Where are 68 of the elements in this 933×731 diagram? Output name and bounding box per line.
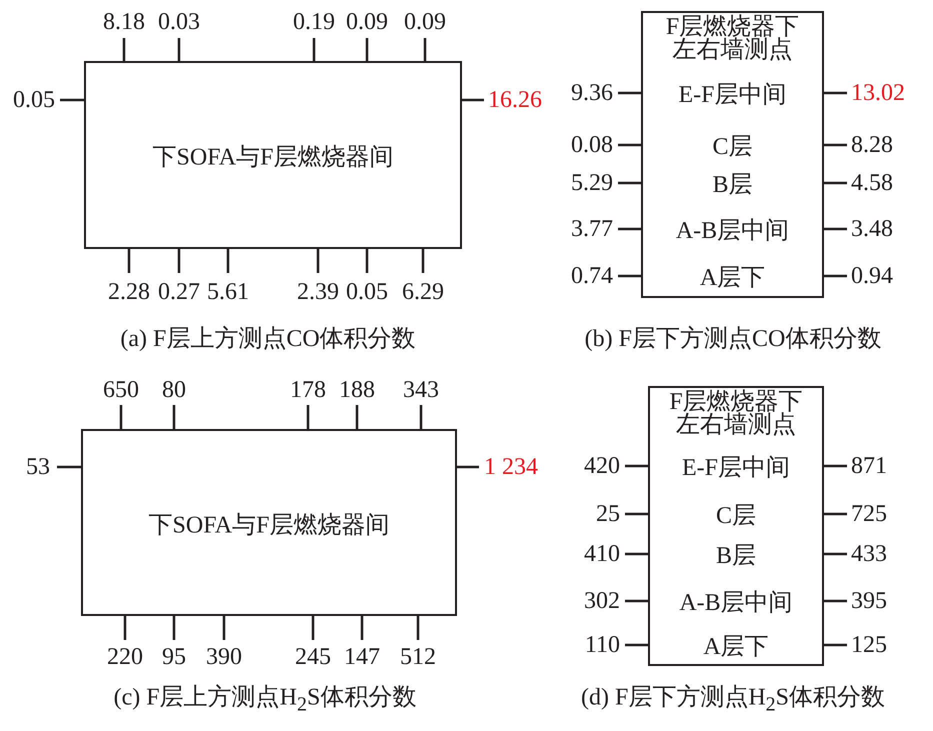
measurement-box xyxy=(84,61,462,249)
value-label: 0.03 xyxy=(158,9,200,35)
value-label: 2.39 xyxy=(297,279,339,305)
value-label: 871 xyxy=(851,453,887,479)
box-label: 下SOFA与F层燃烧器间 xyxy=(152,144,394,171)
row-label: B层 xyxy=(716,543,756,569)
row-label: B层 xyxy=(712,172,752,198)
box-heading: F层燃烧器下左右墙测点 xyxy=(664,16,800,62)
value-label: 420 xyxy=(584,453,620,479)
row-label: C层 xyxy=(716,503,756,529)
value-label: 95 xyxy=(162,644,186,670)
value-label: 3.77 xyxy=(571,216,613,242)
measurement-box xyxy=(641,11,824,298)
value-label: 1 234 xyxy=(484,454,538,480)
value-label: 4.58 xyxy=(851,170,893,196)
value-label: 0.05 xyxy=(13,87,55,113)
value-label: 147 xyxy=(344,644,380,670)
value-label: 390 xyxy=(206,644,242,670)
value-label: 3.48 xyxy=(851,216,893,242)
value-label: 433 xyxy=(851,541,887,567)
row-label: E-F层中间 xyxy=(678,82,786,108)
value-label: 6.29 xyxy=(402,279,444,305)
measurement-box xyxy=(648,386,824,666)
row-label: A-B层中间 xyxy=(676,218,790,244)
value-label: 2.28 xyxy=(108,279,150,305)
caption: (d) F层下方测点H$_{2}$S体积分数 xyxy=(580,684,886,718)
value-label: 178 xyxy=(290,377,326,403)
value-label: 188 xyxy=(339,377,375,403)
value-label: 650 xyxy=(103,377,139,403)
value-label: 0.05 xyxy=(346,279,388,305)
value-label: 5.61 xyxy=(207,279,249,305)
value-label: 512 xyxy=(400,644,436,670)
value-label: 110 xyxy=(584,632,620,658)
measurement-box xyxy=(81,429,457,616)
value-label: 16.26 xyxy=(488,87,542,113)
value-label: 9.36 xyxy=(571,80,613,106)
box-label: 下SOFA与F层燃烧器间 xyxy=(148,512,390,538)
value-label: 0.74 xyxy=(571,263,613,289)
value-label: 0.08 xyxy=(571,132,613,158)
value-label: 25 xyxy=(596,501,620,527)
caption: (a) F层上方测点CO体积分数 xyxy=(120,326,416,352)
caption: (c) F层上方测点H$_{2}$S体积分数 xyxy=(114,684,416,718)
value-label: 0.09 xyxy=(346,9,388,35)
box-heading: F层燃烧器下左右墙测点 xyxy=(668,391,804,437)
value-label: 0.94 xyxy=(851,263,893,289)
value-label: 395 xyxy=(851,588,887,614)
row-label: A层下 xyxy=(700,265,766,291)
value-label: 8.18 xyxy=(103,9,145,35)
value-label: 0.27 xyxy=(158,279,200,305)
value-label: 80 xyxy=(162,377,186,403)
value-label: 343 xyxy=(403,377,439,403)
value-label: 5.29 xyxy=(571,170,613,196)
value-label: 0.19 xyxy=(293,9,335,35)
row-label: A层下 xyxy=(703,634,769,660)
value-label: 0.09 xyxy=(404,9,446,35)
value-label: 410 xyxy=(584,541,620,567)
value-label: 8.28 xyxy=(851,132,893,158)
row-label: E-F层中间 xyxy=(682,455,790,481)
row-label: A-B层中间 xyxy=(679,590,793,616)
value-label: 13.02 xyxy=(851,80,905,106)
value-label: 302 xyxy=(584,588,620,614)
value-label: 125 xyxy=(851,632,887,658)
value-label: 53 xyxy=(26,454,50,480)
value-label: 245 xyxy=(295,644,331,670)
caption: (b) F层下方测点CO体积分数 xyxy=(584,326,882,352)
row-label: C层 xyxy=(712,134,752,160)
value-label: 725 xyxy=(851,501,887,527)
value-label: 220 xyxy=(107,644,143,670)
